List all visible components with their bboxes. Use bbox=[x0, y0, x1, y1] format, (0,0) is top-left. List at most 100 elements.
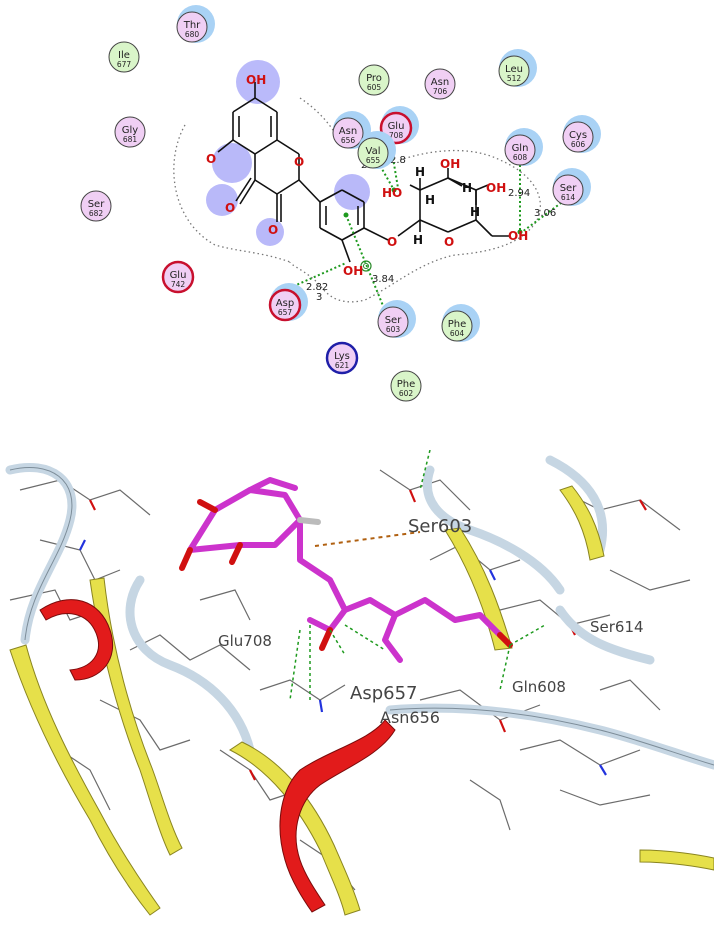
residue-number: 708 bbox=[389, 131, 404, 140]
protein-coils-outline bbox=[9, 466, 714, 766]
halo-keto2 bbox=[256, 218, 284, 246]
residue-name: Pro bbox=[366, 73, 382, 84]
residue-name: Asn bbox=[431, 77, 449, 88]
pi-contact-marker bbox=[360, 260, 372, 272]
residue-name: Ser bbox=[560, 183, 578, 194]
residue-name: Ser bbox=[88, 199, 106, 210]
residue-disc bbox=[441, 310, 473, 342]
halo-keto bbox=[206, 184, 238, 216]
interaction-diagram-2d: 2.83 2.8 2.94 3.06 2.82 3 3.84 OH O O O … bbox=[80, 5, 601, 402]
atom-oh-sugar3: OH bbox=[486, 181, 506, 195]
residue-disc bbox=[114, 116, 146, 148]
protein-stick-heteroatoms bbox=[79, 489, 647, 781]
residue-disc bbox=[161, 260, 195, 294]
residue-name: Glu bbox=[388, 121, 405, 132]
residue-name: Leu bbox=[505, 64, 523, 75]
atom-h3: H bbox=[470, 205, 480, 219]
residue-name: Phe bbox=[448, 319, 467, 330]
residue-disc bbox=[552, 174, 584, 206]
atom-h4: H bbox=[413, 233, 423, 247]
ligand-bonds bbox=[217, 82, 510, 263]
residue-disc bbox=[504, 134, 536, 166]
atom-o-ring: O bbox=[294, 155, 304, 169]
residue-disc bbox=[358, 64, 390, 96]
residue-number: 602 bbox=[399, 389, 414, 398]
residue-number: 603 bbox=[386, 325, 401, 334]
protein-coils bbox=[5, 455, 714, 770]
label-asn656: Asn656 bbox=[380, 708, 440, 727]
residue-disc bbox=[176, 11, 208, 43]
residue-disc bbox=[562, 121, 594, 153]
residue-gln608: Gln608 bbox=[504, 128, 543, 166]
residue-disc bbox=[332, 117, 364, 149]
residue-number: 657 bbox=[278, 308, 293, 317]
atom-h1: H bbox=[415, 165, 425, 179]
residue-number: 677 bbox=[117, 60, 132, 69]
residue-number: 680 bbox=[185, 30, 200, 39]
residue-disc bbox=[80, 190, 112, 222]
residue-disc bbox=[377, 306, 409, 338]
atom-oh-top: OH bbox=[246, 73, 266, 87]
residue-number: 614 bbox=[561, 193, 576, 202]
pocket-outline bbox=[173, 97, 541, 303]
binding-pose-3d: Ser603 Glu708 Ser614 Gln608 Asp657 Asn65… bbox=[0, 450, 714, 933]
residue-number: 605 bbox=[367, 83, 382, 92]
residue-disc bbox=[325, 341, 359, 375]
distance-val-b: 2.8 bbox=[390, 155, 406, 166]
residue-name: Cys bbox=[569, 130, 587, 141]
residue-disc bbox=[268, 288, 302, 322]
residue-number: 604 bbox=[450, 329, 465, 338]
atom-o-sugar-ring: O bbox=[444, 235, 454, 249]
distance-ser603: 3.84 bbox=[372, 274, 394, 285]
residue-number: 681 bbox=[123, 135, 138, 144]
residue-ser614: Ser614 bbox=[552, 168, 591, 206]
protein-helices bbox=[39, 599, 396, 913]
halo-o-minus bbox=[212, 143, 252, 183]
atom-h5: H bbox=[425, 193, 435, 207]
residue-name: Ile bbox=[118, 50, 130, 61]
atom-o-link: O bbox=[387, 235, 397, 249]
label-glu708: Glu708 bbox=[218, 632, 272, 650]
residue-disc bbox=[108, 41, 140, 73]
residue-name: Phe bbox=[397, 379, 416, 390]
atom-o-keto1: O bbox=[225, 201, 235, 215]
residue-name: Gly bbox=[122, 125, 139, 136]
residue-name: Thr bbox=[183, 20, 201, 31]
residue-number: 655 bbox=[366, 156, 381, 165]
residue-number: 656 bbox=[341, 136, 356, 145]
atom-oh-phenyl: OH bbox=[343, 264, 363, 278]
residue-asp657: Asp657 bbox=[268, 283, 308, 322]
residue-disc bbox=[498, 55, 530, 87]
residue-name: Ser bbox=[385, 315, 403, 326]
label-ser603: Ser603 bbox=[408, 516, 472, 537]
label-gln608: Gln608 bbox=[512, 678, 566, 696]
residue-name: Gln bbox=[512, 143, 529, 154]
atom-ho-sugar1: HO bbox=[382, 186, 402, 200]
label-asp657: Asp657 bbox=[350, 683, 417, 704]
distance-asp-b: 3 bbox=[316, 292, 322, 303]
residue-number: 512 bbox=[507, 74, 522, 83]
residue-name: Asn bbox=[339, 126, 357, 137]
pi-contact-dash-3d bbox=[314, 531, 421, 547]
distance-ser614: 3.06 bbox=[534, 208, 556, 219]
atom-h2: H bbox=[462, 181, 472, 195]
residue-number: 606 bbox=[571, 140, 586, 149]
residue-disc bbox=[357, 137, 389, 169]
residue-name: Glu bbox=[170, 270, 187, 281]
residue-number: 742 bbox=[171, 280, 186, 289]
ligand-sticks bbox=[187, 477, 503, 663]
residue-ser603: Ser603 bbox=[377, 300, 416, 338]
residue-number: 621 bbox=[335, 361, 350, 370]
